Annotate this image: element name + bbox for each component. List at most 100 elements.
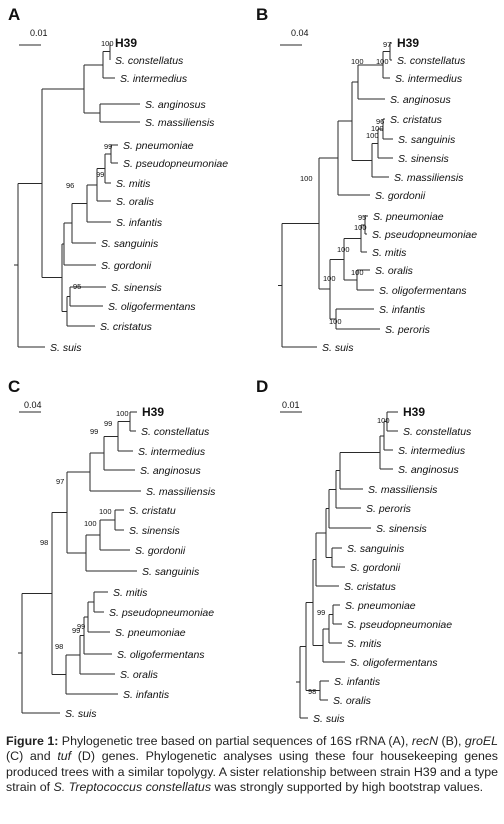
leaf-label: S. infantis [334,676,381,688]
bootstrap-value: 100 [323,274,336,283]
leaf-label: S. intermedius [138,446,206,458]
caption-gene-tuf: tuf [57,749,72,764]
leaf-label: S. oligofermentans [117,649,205,661]
leaf-label: S. sanguinis [142,566,200,578]
leaf-label: S. sinensis [398,153,450,165]
caption-gene-recn: recN [411,734,439,748]
bootstrap-value: 97 [383,40,391,49]
bootstrap-value: 99 [317,608,325,617]
bootstrap-value: 98 [40,538,48,547]
leaf-label: S. intermedius [395,73,463,85]
leaf-label: S. sanguinis [398,134,456,146]
leaf-label: S. pneumoniae [373,211,444,223]
caption-text-4: (D) genes. Phylogenetic analyses using t… [6,749,498,795]
leaf-label: S. pseudopneumoniae [372,229,477,241]
leaf-label: S. infantis [123,689,170,701]
bootstrap-value: 100 [337,245,350,254]
bootstrap-value: 99 [104,419,112,428]
leaf-label: S. constellatus [397,55,466,67]
bootstrap-value: 100 [351,57,364,66]
leaf-label: S. massiliensis [368,484,438,496]
bootstrap-value: 96 [376,117,384,126]
leaf-label: S. gordonii [135,545,186,557]
tree-panel-d: D 0.01 100 99 98 H39 S. constellatus S. interme… [256,377,472,725]
leaf-label: S. cristatu [129,505,176,517]
bootstrap-value: 99 [72,626,80,635]
leaf-label: S. peroris [385,324,431,336]
bootstrap-value: 97 [56,477,64,486]
leaf-label: S. oralis [120,669,159,681]
leaf-label: S. mitis [347,638,382,650]
leaf-label: S. cristatus [100,321,153,333]
leaf-label: S. pseudopneumoniae [109,607,214,619]
leaf-label: S. mitis [116,178,151,190]
scale-bar-label: 0.04 [291,28,309,38]
leaf-label: S. constellatus [141,426,210,438]
panel-label-b: B [256,5,268,24]
figure-caption: Figure 1: Phylogenetic tree based on par… [6,734,498,796]
leaf-label: S. gordonii [375,190,426,202]
leaf-label: S. mitis [372,247,407,259]
leaf-label: S. constellatus [115,55,184,67]
bootstrap-value: 99 [90,427,98,436]
leaf-label: S. sanguinis [347,543,405,555]
leaf-label: S. oralis [333,695,372,707]
leaf-label: S. infantis [116,217,163,229]
leaf-label: S. anginosus [398,464,459,476]
leaf-label: S. sinensis [376,523,428,535]
bootstrap-value: 100 [377,416,390,425]
caption-gene-groel: groEL [464,734,498,748]
bootstrap-value: 100 [376,57,389,66]
strain-label-h39: H39 [397,36,419,50]
leaf-label: S. massiliensis [145,117,215,129]
bootstrap-value: 98 [308,687,316,696]
bootstrap-value: 100 [101,39,114,48]
strain-label-h39: H39 [403,405,425,419]
scale-bar-label: 0.01 [30,28,48,38]
leaf-label: S. intermedius [120,73,188,85]
leaf-label: S. anginosus [140,465,201,477]
leaf-label: S. intermedius [398,445,466,457]
leaf-label: S. oligofermentans [350,657,438,669]
leaf-label: S. infantis [379,304,426,316]
bootstrap-value: 99 [77,622,85,631]
bootstrap-value: 100 [354,223,367,232]
leaf-label: S. massiliensis [394,172,464,184]
leaf-label: S. anginosus [390,94,451,106]
bootstrap-value: 100 [116,409,129,418]
scale-bar-label: 0.01 [282,400,300,410]
panel-label-d: D [256,377,268,396]
bootstrap-value: 100 [351,268,364,277]
caption-text-5: was strongly supported by high bootstrap… [211,780,484,795]
tree-panel-b: B0.0497100961001001009510010010010010010… [256,5,477,354]
bootstrap-value: 100 [329,317,342,326]
bootstrap-value: 95 [73,282,81,291]
leaf-label: S. pneumoniae [345,600,416,612]
leaf-label: S. suis [50,342,82,354]
figure-label: Figure 1: [6,734,59,748]
leaf-label: S. suis [313,713,345,725]
bootstrap-value: 96 [66,181,74,190]
leaf-label: S. constellatus [403,426,472,438]
leaf-label: S. peroris [366,503,412,515]
leaf-label: S. oralis [375,265,414,277]
scale-bar-label: 0.04 [24,400,42,410]
leaf-label: S. gordonii [101,260,152,272]
bootstrap-value: 99 [104,142,112,151]
bootstrap-value: 98 [55,642,63,651]
leaf-label: S. sanguinis [101,238,159,250]
leaf-label: S. oralis [116,196,155,208]
leaf-label: S. gordonii [350,562,401,574]
leaf-label: S. massiliensis [146,486,216,498]
leaf-label: S. cristatus [390,114,443,126]
leaf-label: S. pneumoniae [115,627,186,639]
leaf-label: S. cristatus [344,581,397,593]
strain-label-h39: H39 [115,36,137,50]
leaf-label: S. pneumoniae [123,140,194,152]
bootstrap-value: 99 [96,170,104,179]
bootstrap-value: 100 [366,131,379,140]
bootstrap-value: 100 [84,519,97,528]
